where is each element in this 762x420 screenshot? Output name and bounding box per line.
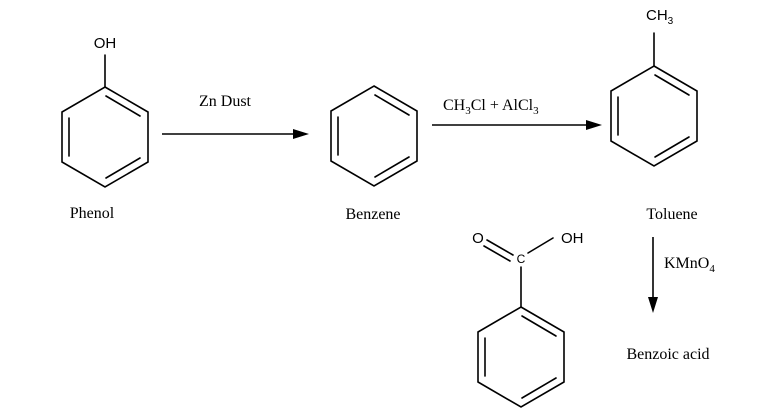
toluene-name-label: Toluene	[646, 206, 697, 223]
benzoic-c-oh-bond	[527, 237, 554, 254]
toluene-structure: CH3	[610, 7, 698, 167]
benzene-structure	[330, 85, 418, 187]
arrow-zn-dust	[162, 129, 309, 139]
benzene-ring	[330, 85, 418, 187]
benzoic-ring-double-bonds	[484, 315, 557, 399]
phenol-oh-label: OH	[94, 35, 117, 52]
benzene-name-label: Benzene	[345, 206, 400, 223]
benzoic-carbon-label: C	[517, 252, 526, 266]
toluene-ring-double-bonds	[617, 74, 690, 158]
phenol-ring	[61, 86, 149, 188]
phenol-structure: OH	[61, 35, 149, 188]
reagent-kmno4-label: KMnO4	[664, 255, 715, 275]
benzene-ring-double-bonds	[337, 94, 410, 178]
benzoic-ring	[477, 306, 565, 408]
arrow-kmno4	[648, 237, 658, 313]
benzoic-acid-name-label: Benzoic acid	[626, 346, 709, 363]
toluene-ring	[610, 65, 698, 167]
toluene-methyl-label: CH3	[646, 7, 674, 27]
benzoic-co-double-bond-1	[486, 239, 514, 256]
benzoic-co-double-bond-2	[483, 245, 511, 262]
arrow-friedel-crafts	[432, 120, 602, 130]
reagent-ch3cl-alcl3-label: CH3Cl + AlCl3	[443, 97, 539, 117]
benzoic-carbonyl-o-label: O	[472, 230, 484, 247]
benzoic-acid-structure: O C OH	[472, 230, 584, 408]
benzoic-hydroxyl-label: OH	[561, 230, 584, 247]
phenol-name-label: Phenol	[70, 205, 115, 222]
phenol-ring-double-bonds	[68, 95, 141, 179]
reagent-zn-dust-label: Zn Dust	[199, 93, 252, 110]
